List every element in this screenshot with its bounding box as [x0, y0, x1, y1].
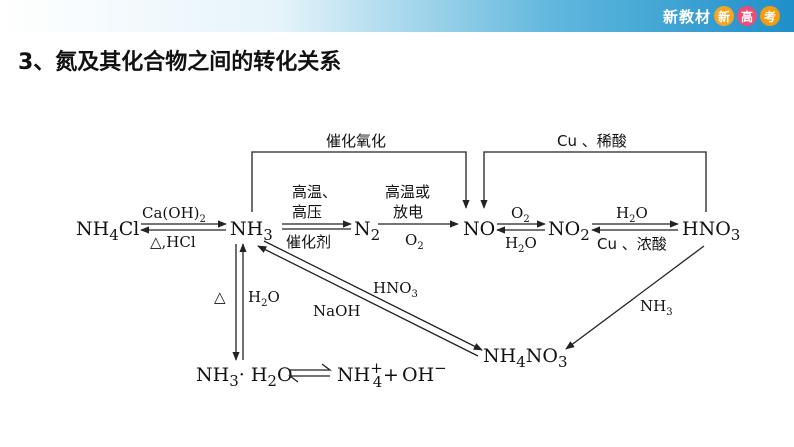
node-oh-ion: OH− — [402, 359, 447, 386]
label-delta-hcl: △,HCl — [150, 233, 196, 251]
label-high-temp: 高温、 — [292, 183, 337, 201]
node-nh3-h2o: NH3· H2O — [196, 364, 293, 390]
arrow-nh3-to-no-cat-ox — [251, 151, 470, 212]
node-no: NO — [463, 218, 495, 240]
header-bar: 新教材 新 高 考 — [0, 0, 794, 32]
arrow-hno3-to-nh4no3 — [565, 245, 705, 350]
label-nh3-diag: NH3 — [640, 297, 673, 318]
brand-text: 新教材 — [662, 7, 711, 26]
brand-logo: 新教材 新 高 考 — [663, 4, 780, 28]
node-nh4no3: NH4NO3 — [483, 345, 568, 371]
node-no2: NO2 — [548, 218, 590, 244]
label-cu-conc: Cu 、浓酸 — [597, 235, 667, 253]
label-high-press: 高压 — [292, 203, 322, 221]
label-h2o-no2: H2O — [505, 234, 537, 255]
label-o2-no: O2 — [511, 204, 530, 225]
node-nh4-ion: NH+4 — [337, 359, 383, 391]
equilibrium-reverse — [288, 375, 330, 383]
arrow-hno3-to-no-dilute — [480, 151, 707, 212]
label-catalyst: 催化剂 — [286, 233, 331, 251]
node-nh3: NH3 — [230, 218, 273, 244]
label-naoh: NaOH — [313, 302, 360, 320]
brand-badge-xin: 新 — [714, 6, 734, 26]
label-high-temp-or: 高温或 — [385, 183, 430, 201]
label-h2o-left: H2O — [248, 288, 280, 309]
page-title: 3、氮及其化合物之间的转化关系 — [18, 50, 342, 75]
label-delta: △ — [214, 288, 226, 306]
brand-badge-gao: 高 — [737, 6, 757, 26]
equilibrium-forward — [290, 363, 332, 371]
arrow-nh4no3-to-nh3 — [257, 245, 479, 357]
brand-badge-kao: 考 — [760, 6, 780, 26]
node-n2: N2 — [354, 218, 380, 244]
label-cu-dilute: Cu 、稀酸 — [557, 132, 627, 150]
label-h2o-hno3: H2O — [616, 204, 648, 225]
label-cat-ox: 催化氧化 — [326, 132, 386, 150]
node-nh4cl: NH4Cl — [76, 218, 139, 244]
label-caoh2: Ca(OH)2 — [142, 204, 206, 225]
plus-sign: + — [383, 364, 399, 386]
label-o2-n2: O2 — [405, 231, 424, 252]
label-hno3-diag: HNO3 — [373, 279, 418, 300]
arrow-nh3-to-nh4no3 — [263, 240, 483, 351]
label-discharge: 放电 — [393, 203, 423, 221]
node-hno3: HNO3 — [682, 218, 740, 244]
